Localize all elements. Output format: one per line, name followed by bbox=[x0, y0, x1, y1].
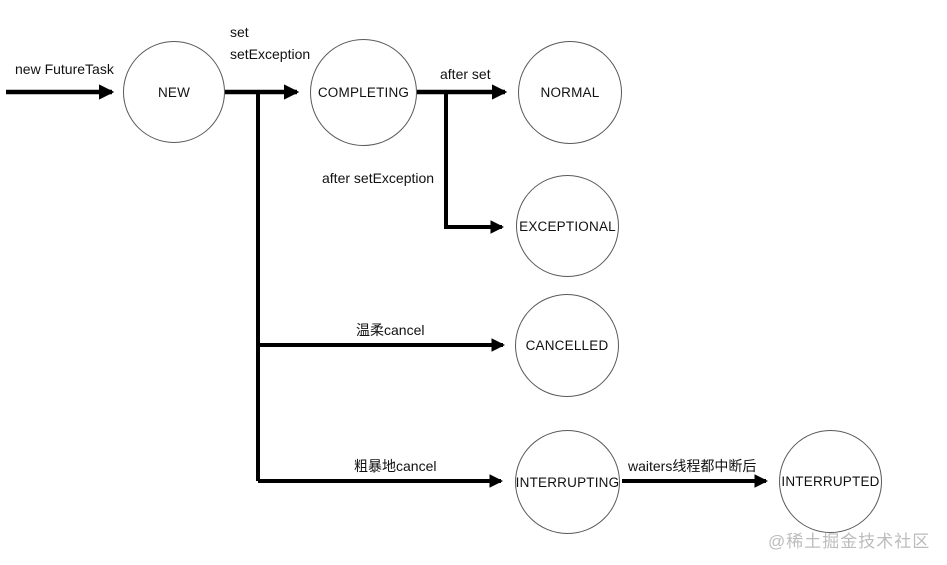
state-label-completing: COMPLETING bbox=[317, 85, 410, 100]
state-label-normal: NORMAL bbox=[540, 85, 600, 100]
state-node-interrupting: INTERRUPTING bbox=[515, 430, 620, 534]
edge-label-after-set: after set bbox=[440, 66, 491, 82]
state-label-cancelled: CANCELLED bbox=[525, 338, 609, 353]
edge-label-set: set bbox=[230, 24, 249, 40]
state-node-normal: NORMAL bbox=[518, 41, 622, 144]
edge-label-rude-cancel: 粗暴地cancel bbox=[354, 458, 437, 474]
edge-label-gentle-cancel: 温柔cancel bbox=[356, 322, 425, 338]
state-label-exceptional: EXCEPTIONAL bbox=[519, 218, 616, 234]
state-node-exceptional: EXCEPTIONAL bbox=[516, 175, 619, 277]
state-node-new: NEW bbox=[123, 41, 225, 143]
state-node-cancelled: CANCELLED bbox=[515, 294, 619, 397]
state-label-interrupting: INTERRUPTING bbox=[515, 474, 620, 490]
edge-label-setexception: setException bbox=[230, 46, 311, 62]
edge-label-waiters-interrupted: waiters线程都中断后 bbox=[628, 458, 757, 474]
watermark: @稀土掘金技术社区 bbox=[768, 532, 931, 551]
edge-label-after-setexception: after setException bbox=[322, 170, 435, 186]
state-label-interrupted: INTERRUPTED bbox=[781, 474, 880, 489]
edge-label-entry: new FutureTask bbox=[15, 61, 114, 77]
state-label-new: NEW bbox=[157, 84, 191, 100]
state-node-completing: COMPLETING bbox=[310, 39, 417, 146]
state-node-interrupted: INTERRUPTED bbox=[779, 430, 882, 533]
